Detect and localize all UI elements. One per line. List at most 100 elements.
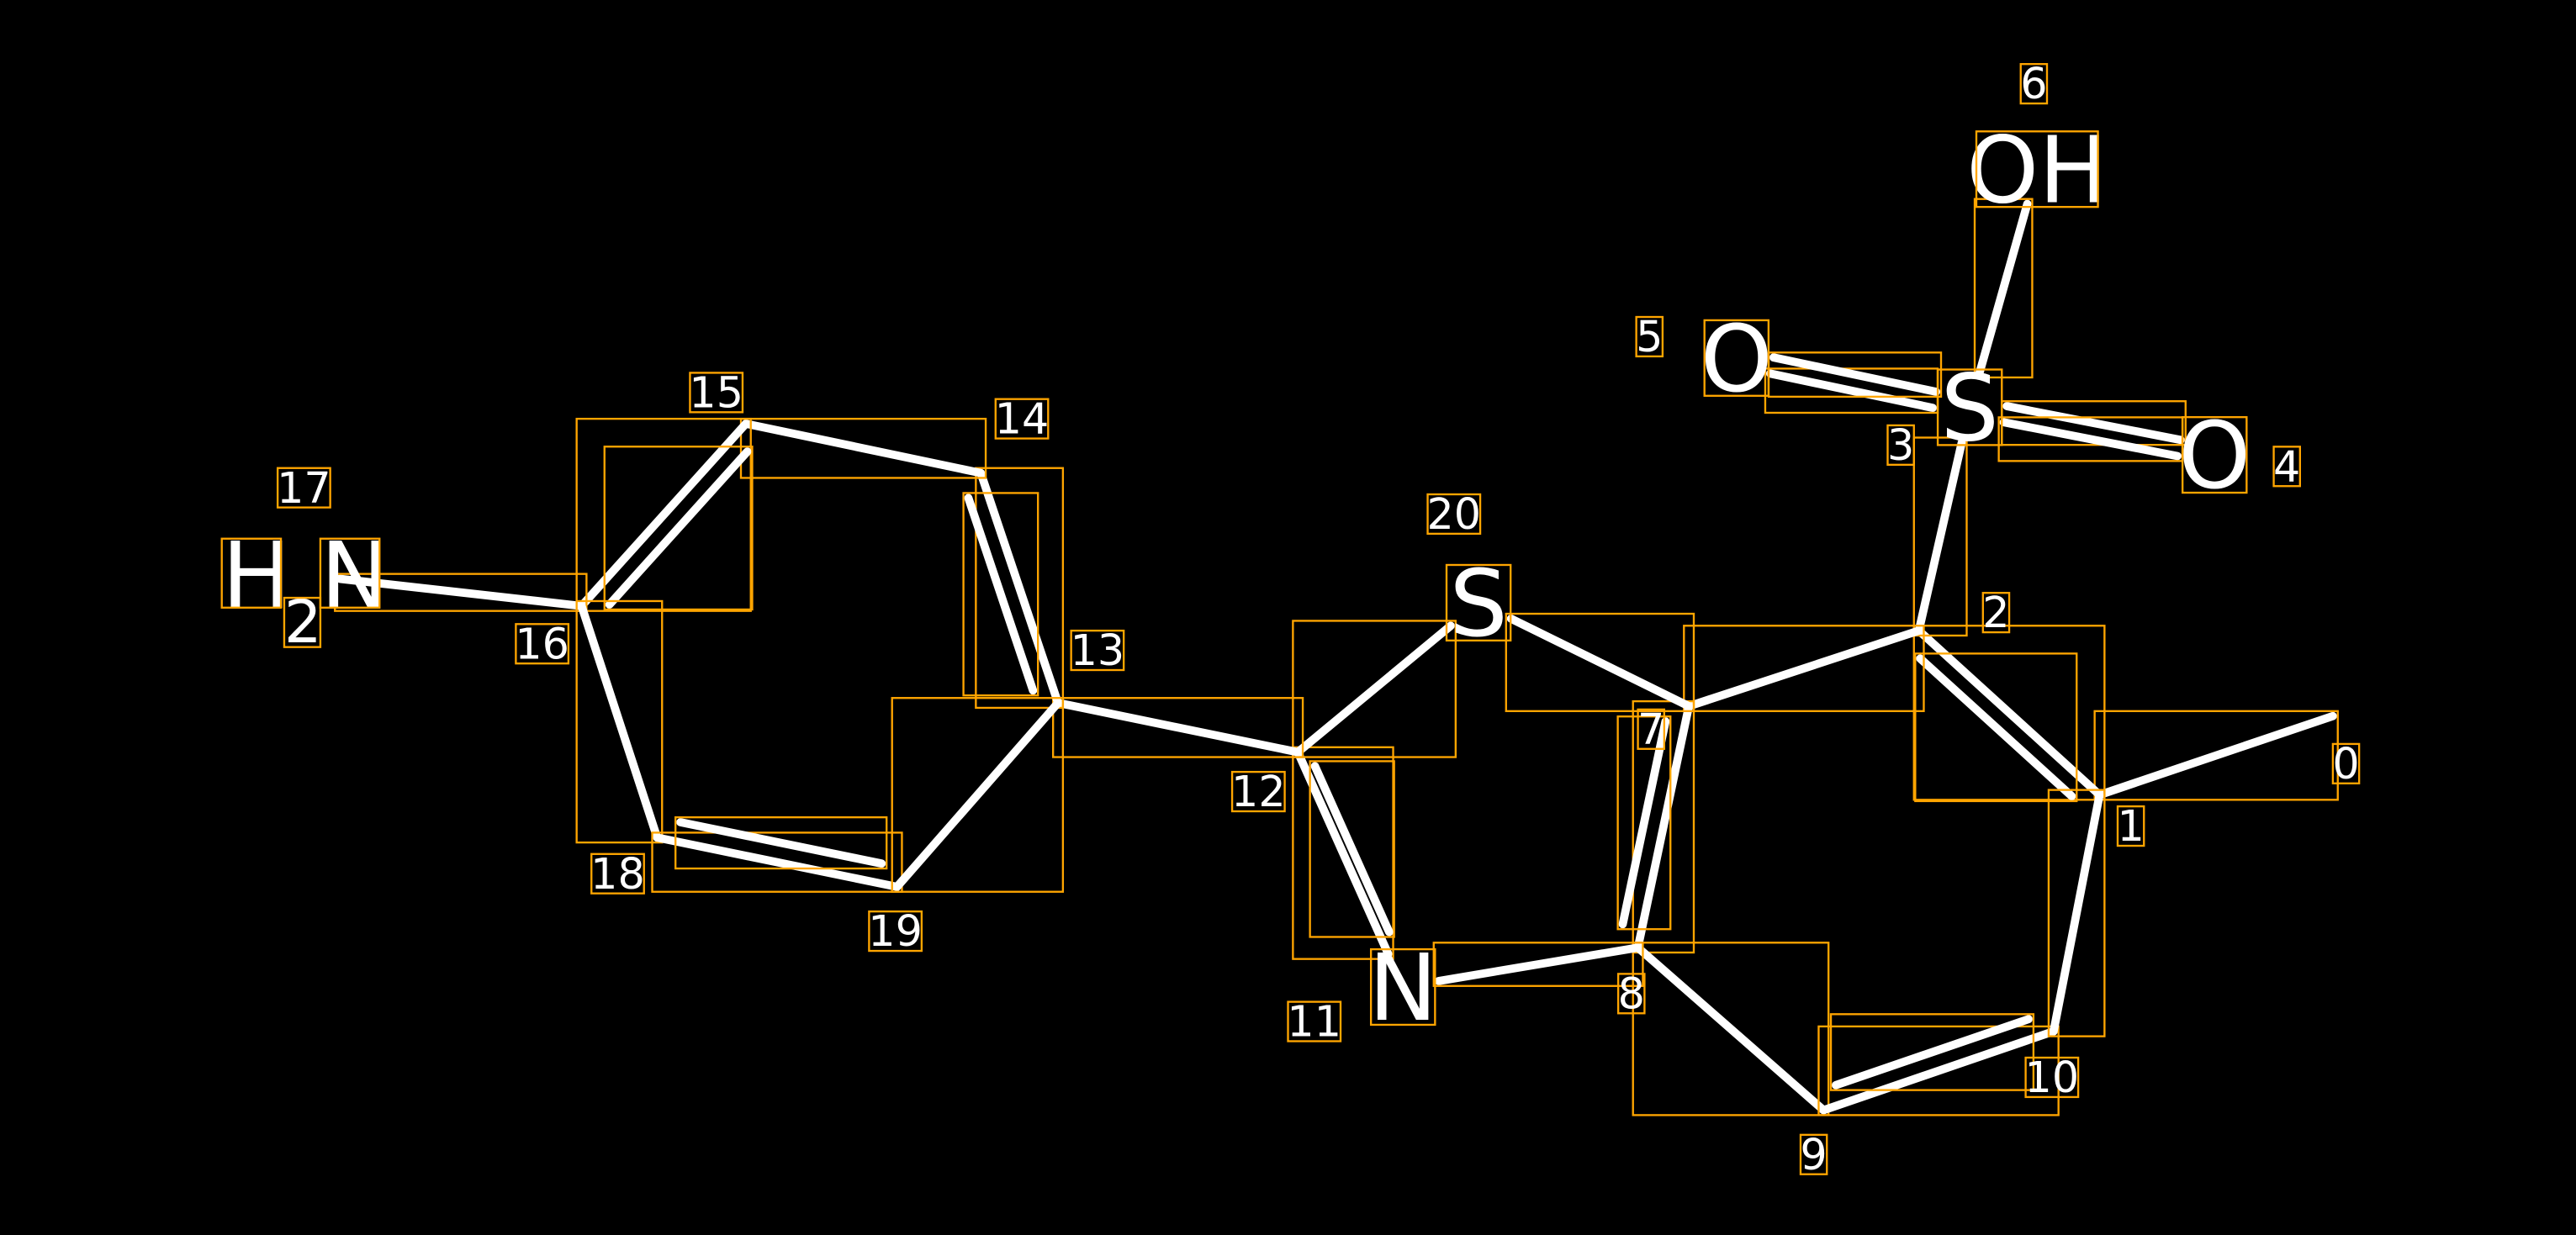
- single-bond: [2047, 789, 2106, 1037]
- bond-bbox: [1616, 715, 1672, 931]
- bond-line: [1506, 615, 1694, 710]
- atom-index: 6: [2019, 59, 2049, 108]
- bond-bbox: [1817, 1025, 2060, 1116]
- single-bond: [575, 599, 664, 844]
- bond-line: [1999, 418, 2182, 461]
- svg-text:10: 10: [2025, 1053, 2080, 1102]
- atom-index: 12: [1230, 767, 1286, 816]
- bond-bbox: [2093, 710, 2339, 801]
- bond-line: [1293, 747, 1393, 958]
- bond-line: [1914, 438, 1966, 636]
- bond-line: [1914, 626, 2104, 800]
- svg-text:2: 2: [1982, 588, 2009, 637]
- bond-bbox: [1973, 198, 2034, 379]
- svg-text:18: 18: [590, 849, 645, 899]
- svg-text:3: 3: [1887, 420, 1914, 470]
- bond-line: [892, 699, 1062, 891]
- atom-index: 17: [276, 463, 331, 513]
- atom-label-s: S: [1445, 550, 1512, 657]
- atom-symbol: S: [1449, 550, 1507, 657]
- bond-bbox: [1051, 697, 1304, 758]
- atom-index: 9: [1799, 1130, 1828, 1180]
- bond-line: [1769, 353, 1941, 396]
- bond-line: [1685, 626, 1923, 710]
- atom-symbol: S: [1940, 355, 1998, 462]
- bond-line: [1975, 199, 2032, 377]
- bond-line: [1633, 943, 1828, 1115]
- svg-text:20: 20: [1426, 489, 1481, 539]
- atom-index: 14: [994, 394, 1050, 444]
- bond-line: [1310, 762, 1394, 937]
- bond-line: [1633, 702, 1694, 953]
- atom-index: 10: [2024, 1053, 2080, 1102]
- bond-line: [1293, 621, 1455, 757]
- svg-text:19: 19: [868, 906, 923, 956]
- atom-label-n: N: [1368, 934, 1437, 1042]
- bond-line: [964, 493, 1038, 695]
- bond-bbox: [962, 492, 1039, 697]
- single-bond: [2093, 710, 2339, 801]
- double-bond: [575, 417, 754, 612]
- bond-line: [577, 601, 662, 842]
- bond-bbox: [891, 697, 1065, 893]
- atom-index: 2: [1981, 588, 2011, 637]
- bond-bbox: [1309, 760, 1395, 938]
- atom-index: 13: [1070, 625, 1125, 675]
- svg-text:11: 11: [1287, 997, 1341, 1047]
- bond-line: [1618, 717, 1670, 929]
- bond-bbox: [1914, 652, 2078, 803]
- svg-text:7: 7: [1637, 705, 1664, 754]
- svg-text:17: 17: [277, 463, 331, 513]
- svg-text:13: 13: [1071, 625, 1125, 675]
- svg-text:0: 0: [2332, 739, 2359, 789]
- bond-bbox: [975, 467, 1065, 710]
- svg-text:8: 8: [1618, 968, 1645, 1018]
- single-bond: [1912, 436, 1968, 637]
- svg-text:16: 16: [515, 619, 569, 668]
- double-bond: [1764, 351, 1943, 414]
- svg-text:12: 12: [1231, 767, 1286, 816]
- atom-index: 4: [2272, 441, 2301, 491]
- bond-line: [2095, 711, 2337, 800]
- atom-index: 3: [1886, 420, 1915, 470]
- svg-text:1: 1: [2117, 801, 2144, 851]
- bond-line: [1765, 369, 1937, 413]
- single-bond: [1292, 620, 1457, 758]
- bond-bbox: [334, 573, 588, 612]
- bond-bbox: [651, 831, 903, 893]
- svg-text:N: N: [320, 522, 389, 630]
- atom-index: 15: [689, 367, 744, 417]
- atom-symbol: OH: [1966, 116, 2108, 224]
- atom-index: 5: [1635, 312, 1664, 362]
- bond-line: [653, 833, 902, 891]
- bond-line: [1054, 699, 1303, 757]
- atom-label-h2n: H2N: [220, 522, 389, 657]
- double-bond: [651, 815, 903, 893]
- double-bond: [962, 467, 1065, 710]
- bond-bbox: [1632, 699, 1695, 954]
- bond-bbox: [1912, 436, 1968, 637]
- atom-symbol: N: [1368, 934, 1437, 1042]
- bond-bbox: [575, 599, 664, 844]
- bond-line: [741, 420, 986, 478]
- atom-symbol: O: [1701, 305, 1773, 413]
- bond-line: [577, 420, 750, 610]
- bond-line: [1916, 654, 2076, 800]
- bond-line: [1434, 943, 1642, 985]
- atom-index: 19: [868, 906, 923, 956]
- atom-index: 8: [1616, 968, 1646, 1018]
- bond-bbox: [1432, 942, 1644, 987]
- double-bond: [1817, 1013, 2060, 1116]
- bond-line: [605, 447, 752, 609]
- atom-symbol: H: [222, 522, 291, 630]
- atom-symbol: O: [2178, 402, 2251, 509]
- double-bond: [1292, 746, 1395, 960]
- atom-label-o: O: [2178, 402, 2251, 509]
- bond-bbox: [739, 417, 987, 479]
- double-bond: [1997, 400, 2187, 462]
- bond-bbox: [603, 446, 754, 611]
- bond-bbox: [575, 417, 752, 612]
- bond-line: [1819, 1027, 2058, 1115]
- atom-index: 1: [2116, 801, 2145, 851]
